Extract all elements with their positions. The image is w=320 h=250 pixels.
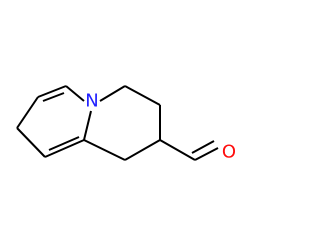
bond-c2-c3	[37, 85, 67, 98]
nitrogen-atom-label: N	[85, 91, 98, 112]
bond-c5ring-c6	[124, 85, 161, 106]
structure-canvas: N O	[16, 85, 237, 163]
bond-c3-c4	[16, 96, 39, 129]
bond-cho-o	[194, 147, 219, 161]
bond-c8-c8a	[83, 139, 126, 161]
bond-c5-c8a	[44, 139, 85, 158]
bond-c5-c8a-inner	[48, 136, 80, 151]
molecule-structure: N O	[16, 85, 236, 163]
bond-n-c5ring	[99, 85, 126, 102]
bond-c8a-n	[83, 110, 92, 141]
bond-c7-cho	[159, 139, 196, 161]
bond-cho-o-double	[191, 140, 215, 154]
oxygen-atom-label: O	[222, 142, 236, 163]
bond-c4-c5	[16, 127, 46, 158]
bond-c2-c3-inner	[42, 92, 65, 102]
bond-c7-c8	[124, 139, 161, 161]
bond-n-c2	[65, 85, 85, 102]
